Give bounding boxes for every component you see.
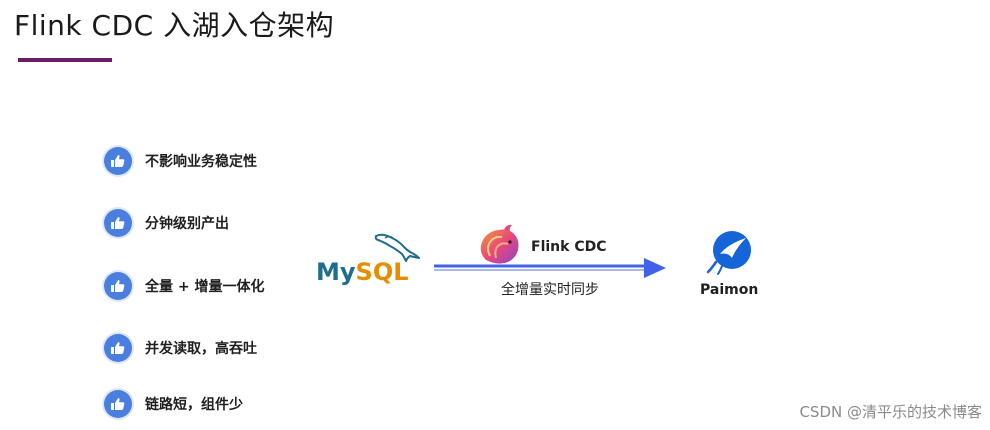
benefit-item: 链路短，组件少 bbox=[104, 389, 243, 419]
mysql-wordmark: MySQL bbox=[316, 258, 409, 286]
mysql-wordmark-sql: SQL bbox=[355, 258, 409, 286]
title-underline bbox=[18, 58, 112, 62]
thumbs-up-icon bbox=[104, 272, 132, 300]
watermark: CSDN @清平乐的技术博客 bbox=[799, 403, 982, 421]
benefit-label: 分钟级别产出 bbox=[145, 216, 229, 232]
sync-arrow bbox=[434, 258, 666, 278]
benefit-label: 并发读取，高吞吐 bbox=[145, 341, 257, 357]
flink-label: Flink CDC bbox=[531, 239, 607, 255]
benefit-item: 并发读取，高吞吐 bbox=[104, 333, 257, 363]
thumbs-up-icon bbox=[104, 209, 132, 237]
mysql-wordmark-my: My bbox=[316, 258, 356, 286]
benefit-list: 不影响业务稳定性 分钟级别产出 全量 + 增量一体化 并发读取，高吞吐 链路短，… bbox=[104, 146, 334, 426]
benefit-item: 分钟级别产出 bbox=[104, 208, 229, 238]
thumbs-up-icon bbox=[104, 390, 132, 418]
benefit-label: 全量 + 增量一体化 bbox=[145, 279, 265, 295]
slide-title: Flink CDC 入湖入仓架构 bbox=[14, 9, 335, 42]
mysql-dolphin-icon bbox=[374, 233, 420, 262]
benefit-label: 不影响业务稳定性 bbox=[145, 154, 257, 170]
benefit-label: 链路短，组件少 bbox=[145, 397, 243, 413]
thumbs-up-icon bbox=[104, 334, 132, 362]
thumbs-up-icon bbox=[104, 147, 132, 175]
benefit-item: 全量 + 增量一体化 bbox=[104, 271, 264, 301]
sync-label: 全增量实时同步 bbox=[501, 282, 599, 298]
benefit-item: 不影响业务稳定性 bbox=[104, 146, 257, 176]
mysql-logo: MySQL bbox=[316, 232, 426, 292]
paimon-logo-icon bbox=[706, 231, 751, 275]
flink-squirrel-icon bbox=[480, 224, 519, 264]
paimon-label: Paimon bbox=[700, 282, 759, 298]
